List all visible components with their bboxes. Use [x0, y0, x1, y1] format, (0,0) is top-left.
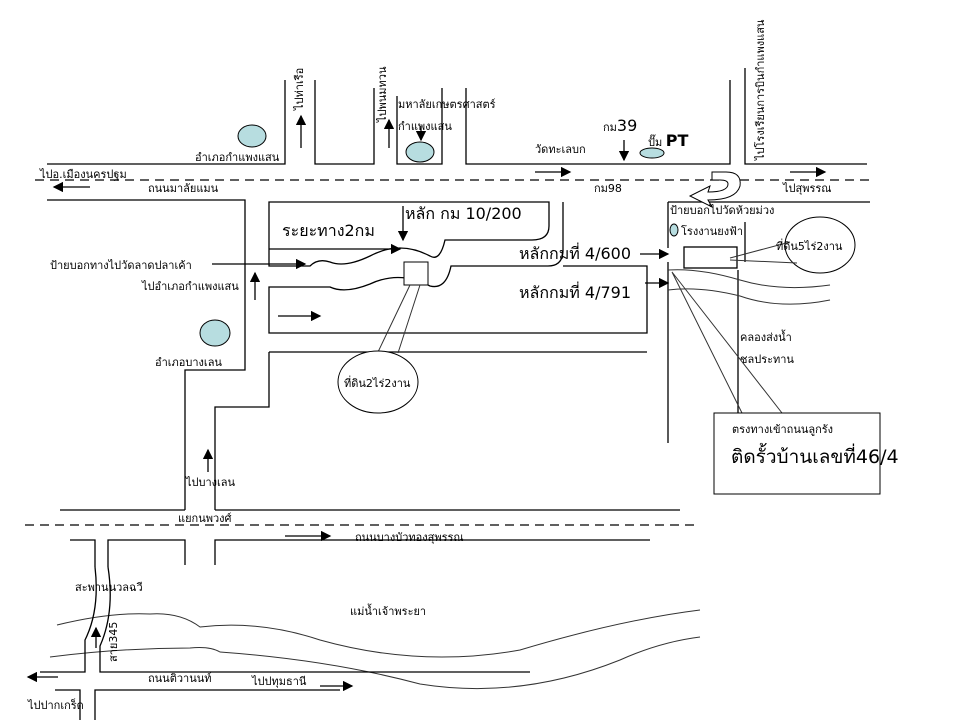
- land-5rai-plot: [683, 246, 738, 269]
- label-chao-phraya-river: แม่น้ำเจ้าพระยา: [350, 603, 426, 618]
- label-canal-1: คลองส่งน้ำ: [740, 329, 792, 344]
- label-to-flying-school: ไปโรงเรียนการบินกำแพงแสน: [753, 19, 767, 161]
- bang-len-district-marker: [199, 319, 231, 347]
- direction-arrows: [26, 114, 827, 692]
- university-marker: [405, 141, 435, 163]
- label-tiwanon-road: ถนนติวานนท์: [148, 672, 212, 685]
- label-entrance-1: ตรงทางเข้าถนนลูกรัง: [732, 423, 833, 436]
- label-km-post-4-791: หลักกมที่ 4/791: [519, 281, 631, 302]
- label-pt-pump: ปั๊ม PT: [648, 131, 688, 150]
- land-5rai-pointer: [729, 241, 798, 264]
- label-sign-wat-huai-muang: ป้ายบอกไปวัดห้วยม่วง: [670, 204, 774, 217]
- label-km-post-10-200: หลัก กม 10/200: [405, 204, 522, 223]
- label-malaiman-road: ถนนมาลัยแมน: [148, 182, 219, 195]
- label-land-2rai: ที่ดิน2ไร่2งาน: [344, 375, 411, 390]
- label-entrance-2: ติดรั้วบ้านเลขที่46/4: [731, 443, 899, 468]
- label-to-bang-len: ไปบางเลน: [185, 476, 236, 489]
- chao-phraya-river: [40, 566, 701, 720]
- entrance-pointer: [671, 271, 783, 414]
- u-turn-icon: [688, 171, 741, 209]
- factory-marker: [669, 223, 679, 237]
- label-yongfa-factory: โรงงานยงฟ้า: [681, 224, 743, 238]
- label-to-suphan: ไปสุพรรณ: [782, 182, 832, 195]
- label-to-pak-kret: ไปปากเกร็ด: [27, 698, 84, 712]
- entrance-callout-box: [713, 412, 881, 495]
- label-canal-2: ชลประทาน: [740, 353, 794, 366]
- land-5rai-callout: [784, 216, 856, 274]
- label-km39: กม39: [603, 116, 637, 135]
- land-2rai-plot: [403, 261, 429, 286]
- label-bang-bua-thong-road: ถนนบางบัวทองสุพรรณ: [355, 531, 464, 544]
- kamphaeng-saen-district-marker: [237, 124, 267, 148]
- label-km98: กม98: [594, 182, 622, 195]
- label-km-post-4-600: หลักกมที่ 4/600: [519, 242, 631, 263]
- label-sign-wat-lat-pla-khao: ป้ายบอกทางไปวัดลาดปลาเค้า: [50, 259, 192, 272]
- land-2rai-pointer: [377, 284, 421, 354]
- label-to-pathum-thani: ไปปทุมธานี: [251, 675, 307, 688]
- label-kamphaeng-saen-district: อำเภอกำแพงแสน: [195, 151, 280, 164]
- label-route-345: สาย345: [107, 622, 120, 662]
- label-to-kamphaeng-saen: ไปอำเภอกำแพงแสน: [141, 280, 239, 293]
- label-nopphawong-junction: แยกนพวงศ์: [178, 512, 232, 525]
- bang-bua-thong-road: [25, 509, 695, 567]
- label-distance-2km: ระยะทาง2กม: [282, 221, 375, 240]
- label-land-5rai: ที่ดิน5ไร่2งาน: [776, 238, 843, 253]
- label-to-port: ไปท่าเรือ: [293, 68, 306, 111]
- label-nuanchawi-bridge: สะพานนวลฉวี: [75, 581, 143, 594]
- label-university-2: กำแพงแสน: [398, 120, 452, 133]
- label-university-1: มหาลัยเกษตรศาสตร์: [398, 98, 496, 111]
- label-to-nakhon-pathom: ไปอ.เมืองนครปฐม: [39, 168, 127, 181]
- label-to-phanom-thuan: ไปพนมทวน: [376, 66, 389, 123]
- label-bang-len-district: อำเภอบางเลน: [155, 356, 222, 369]
- land-2rai-callout: [337, 350, 419, 414]
- label-wat-thale-bok: วัดทะเลบก: [535, 143, 586, 156]
- pt-pump-marker: [639, 147, 665, 159]
